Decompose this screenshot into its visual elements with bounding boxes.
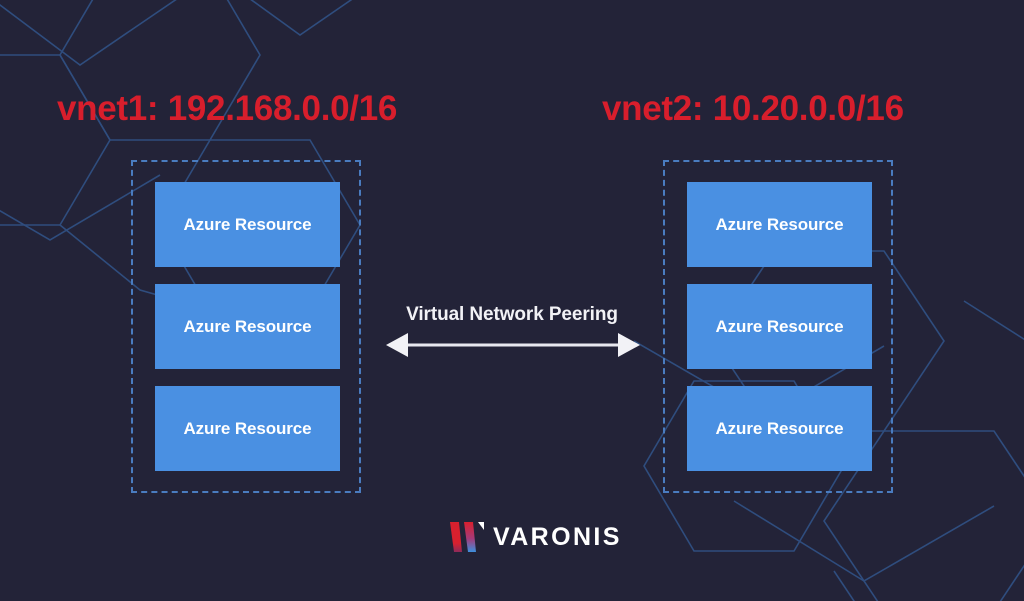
resource-label: Azure Resource	[715, 418, 844, 438]
vnet2-resource-3[interactable]: Azure Resource	[687, 386, 872, 471]
resource-label: Azure Resource	[183, 316, 312, 336]
vnet1-boundary	[131, 160, 361, 493]
resource-label: Azure Resource	[183, 214, 312, 234]
vnet1-title: vnet1: 192.168.0.0/16	[57, 89, 398, 128]
resource-label: Azure Resource	[183, 418, 312, 438]
vnet1-resource-2[interactable]: Azure Resource	[155, 284, 340, 369]
vnet1-resource-3[interactable]: Azure Resource	[155, 386, 340, 471]
peering-label: Virtual Network Peering	[406, 304, 618, 325]
vnet2-resource-2[interactable]: Azure Resource	[687, 284, 872, 369]
varonis-logo: VARONIS	[448, 522, 622, 552]
peering-bidirectional-arrow-icon	[386, 333, 640, 357]
varonis-wordmark: VARONIS	[493, 522, 622, 551]
varonis-slashes-icon	[450, 522, 484, 552]
vnet2-title: vnet2: 10.20.0.0/16	[602, 89, 904, 128]
resource-label: Azure Resource	[715, 316, 844, 336]
vnet1-resource-1[interactable]: Azure Resource	[155, 182, 340, 267]
resource-label: Azure Resource	[715, 214, 844, 234]
vnet2-resource-1[interactable]: Azure Resource	[687, 182, 872, 267]
vnet2-boundary	[663, 160, 893, 493]
